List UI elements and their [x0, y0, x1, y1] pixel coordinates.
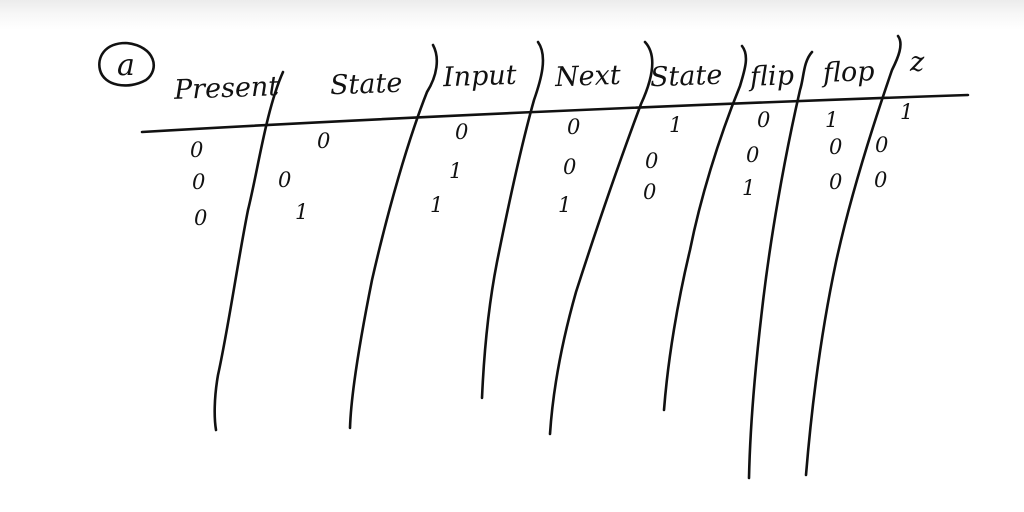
- column-divider-4: [548, 40, 654, 436]
- header-present: Present: [173, 71, 280, 106]
- cell-r2-flop: 0: [829, 135, 843, 159]
- cell-r1-flop: 1: [825, 108, 839, 132]
- cell-r1-flip: 0: [757, 108, 771, 132]
- column-divider-7: [804, 34, 902, 477]
- cell-r2-state: 0: [278, 168, 292, 192]
- cell-r3-next: 1: [558, 193, 572, 217]
- column-divider-2: [348, 43, 439, 430]
- cell-r3-flip: 1: [742, 176, 756, 200]
- cell-r1-next-state: 1: [669, 113, 683, 137]
- cell-r3-present: 0: [194, 206, 208, 230]
- cell-r3-input: 1: [430, 193, 444, 217]
- column-divider-3: [480, 40, 545, 400]
- cell-r1-input: 0: [455, 120, 469, 144]
- cell-r1-present: 0: [190, 138, 204, 162]
- header-input: Input: [442, 59, 518, 94]
- cell-r2-flip: 0: [746, 143, 760, 167]
- column-divider-6: [747, 50, 814, 480]
- cell-r1-next: 0: [567, 115, 581, 139]
- header-flop: flop: [822, 56, 876, 89]
- header-next: Next: [554, 59, 622, 94]
- header-state-2: State: [649, 59, 723, 94]
- header-state: State: [329, 67, 403, 102]
- cell-r1-state: 0: [317, 129, 331, 153]
- cell-r2-next: 0: [563, 155, 577, 179]
- cell-r1-z: 1: [900, 100, 914, 124]
- header-underline: [140, 93, 970, 134]
- cell-r3-next-state: 0: [643, 180, 657, 204]
- header-flip: flip: [749, 60, 795, 93]
- header-z: z: [910, 47, 925, 78]
- part-label-a: a: [117, 47, 135, 83]
- column-divider-5: [662, 44, 748, 412]
- cell-r3-state: 1: [295, 200, 309, 224]
- column-divider-1: [213, 70, 285, 432]
- part-label-circle: [98, 41, 155, 87]
- cell-r3-flop: 0: [829, 170, 843, 194]
- cell-r2-input: 1: [449, 159, 463, 183]
- cell-r2-present: 0: [192, 170, 206, 194]
- cell-r2-next-state: 0: [645, 149, 659, 173]
- cell-r3-z: 0: [874, 168, 888, 192]
- cell-r2-z: 0: [875, 133, 889, 157]
